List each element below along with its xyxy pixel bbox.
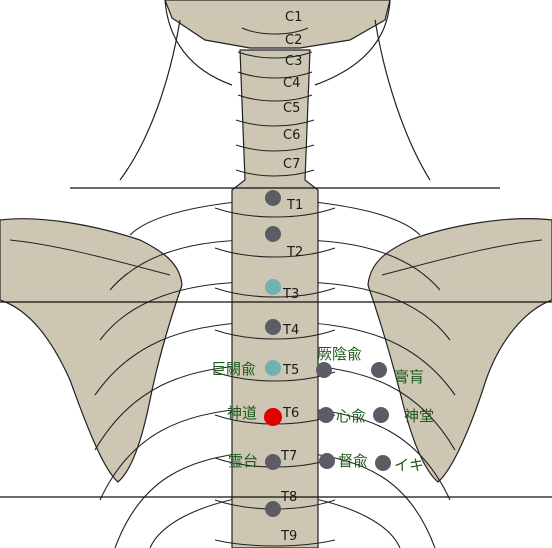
- vertebra-label-t6: T6: [282, 406, 299, 421]
- label-shindo: 神道: [227, 404, 257, 422]
- right-scapula-spine: [381, 239, 543, 276]
- vertebra-label-c4: C4: [283, 76, 300, 91]
- vertebra-label-t5: T5: [282, 363, 299, 378]
- vertebra-label-c5: C5: [283, 101, 300, 116]
- point-t8: [265, 501, 281, 517]
- point-t3: [265, 279, 281, 295]
- vertebra-label-t2: T2: [286, 245, 303, 260]
- trapezius-right: [374, 19, 431, 181]
- neck-outline-left: [164, 0, 233, 86]
- acupoint-dots: [264, 190, 391, 517]
- right-scapula: [367, 218, 552, 483]
- label-shinyu: 心兪: [336, 407, 366, 425]
- point-shinyu: [318, 407, 334, 423]
- label-shindo-hall: 神堂: [404, 407, 434, 425]
- neck-outline-right: [314, 0, 391, 86]
- vertebra-label-c3: C3: [285, 54, 302, 69]
- label-koketsuyu: 巨闕兪: [211, 360, 256, 378]
- label-tokuyu: 督兪: [338, 452, 368, 470]
- spinal-column: [231, 49, 319, 548]
- vertebra-segments: [214, 27, 336, 547]
- reference-lines: [0, 187, 552, 498]
- skull: [164, 0, 391, 49]
- left-scapula: [0, 218, 183, 483]
- vertebra-label-c2: C2: [285, 33, 302, 48]
- label-reidai: 霊台: [228, 452, 258, 470]
- point-koko: [371, 362, 387, 378]
- vertebra-label-c6: C6: [283, 128, 300, 143]
- point-shindo: [264, 408, 282, 426]
- point-koketsuyu: [265, 360, 281, 376]
- vertebra-label-t4: T4: [282, 323, 299, 338]
- left-scapula-spine: [9, 239, 171, 276]
- trapezius-left: [119, 19, 181, 181]
- label-iki: イキ: [394, 456, 424, 474]
- point-shindo-hall: [373, 407, 389, 423]
- vertebra-label-t8: T8: [280, 490, 297, 505]
- vertebra-label-c1: C1: [285, 10, 302, 25]
- point-tokuyu: [319, 453, 335, 469]
- vertebra-label-t7: T7: [280, 449, 297, 464]
- point-kuketsuinyu: [316, 362, 332, 378]
- point-iki: [375, 455, 391, 471]
- vertebra-label-t3: T3: [282, 287, 299, 302]
- label-kuketsuinyu: 厥陰兪: [317, 345, 362, 363]
- point-t4: [265, 319, 281, 335]
- vertebra-label-t1: T1: [286, 198, 303, 213]
- vertebra-label-t9: T9: [280, 529, 297, 544]
- point-t2: [265, 226, 281, 242]
- point-t1: [265, 190, 281, 206]
- vertebra-label-c7: C7: [283, 157, 300, 172]
- point-reidai: [265, 454, 281, 470]
- label-koko: 膏肓: [394, 368, 424, 386]
